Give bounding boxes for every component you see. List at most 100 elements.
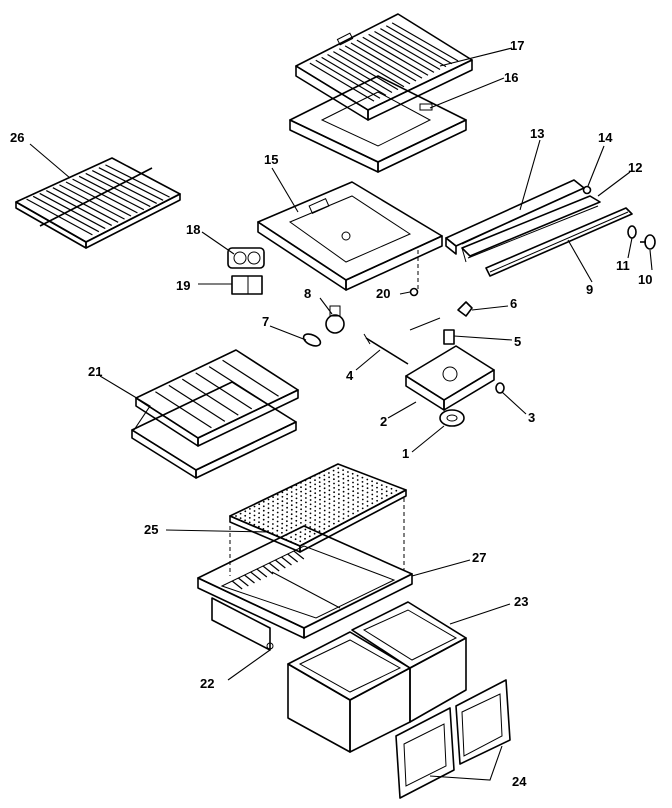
texture-dot bbox=[318, 521, 321, 523]
texture-dot bbox=[309, 530, 311, 533]
texture-dot bbox=[352, 490, 355, 493]
grille-line bbox=[39, 192, 106, 230]
texture-dot bbox=[332, 465, 335, 468]
texture-dot bbox=[244, 514, 247, 517]
texture-dot bbox=[300, 517, 302, 520]
texture-dot bbox=[258, 503, 261, 506]
texture-dot bbox=[371, 493, 374, 496]
texture-dot bbox=[309, 499, 312, 501]
grille-line bbox=[244, 574, 255, 584]
texture-dot bbox=[342, 495, 345, 497]
texture-dot bbox=[347, 515, 350, 517]
texture-dot bbox=[267, 498, 270, 501]
texture-dot bbox=[286, 493, 288, 496]
texture-dot bbox=[276, 493, 279, 496]
texture-dot bbox=[249, 508, 251, 510]
texture-dot bbox=[376, 482, 378, 485]
texture-dot bbox=[300, 504, 303, 506]
texture-dot bbox=[337, 515, 340, 518]
callout-2: 2 bbox=[380, 414, 387, 429]
texture-dot bbox=[328, 516, 331, 518]
texture-dot bbox=[290, 540, 292, 543]
texture-dot bbox=[290, 508, 293, 511]
texture-dot bbox=[272, 523, 274, 525]
texture-dot bbox=[357, 487, 359, 490]
texture-dot bbox=[308, 535, 311, 538]
texture-dot bbox=[323, 483, 326, 485]
grille-line bbox=[350, 42, 417, 82]
texture-dot bbox=[342, 482, 345, 484]
texture-dot bbox=[314, 479, 316, 481]
texture-dot bbox=[281, 500, 284, 503]
part-14-rail-end bbox=[582, 185, 592, 195]
grille-line bbox=[231, 580, 243, 590]
grille-line bbox=[52, 187, 119, 223]
callout-10: 10 bbox=[638, 272, 652, 287]
texture-dot bbox=[300, 490, 302, 493]
texture-dot bbox=[376, 491, 378, 493]
texture-dot bbox=[376, 499, 378, 502]
texture-dot bbox=[361, 481, 364, 483]
texture-dot bbox=[244, 510, 247, 513]
texture-dot bbox=[314, 510, 317, 512]
texture-dot bbox=[313, 474, 316, 477]
texture-dot bbox=[318, 485, 321, 488]
texture-dot bbox=[272, 514, 274, 516]
texture-dot bbox=[239, 517, 242, 519]
texture-dot bbox=[314, 523, 316, 526]
texture-dot bbox=[366, 496, 369, 498]
texture-dot bbox=[395, 489, 398, 492]
texture-dot bbox=[361, 476, 364, 479]
texture-dot bbox=[290, 491, 293, 493]
callout-19: 19 bbox=[176, 278, 190, 293]
texture-dot bbox=[356, 479, 359, 481]
grille-line bbox=[208, 366, 266, 404]
texture-dot bbox=[357, 510, 359, 512]
texture-dot bbox=[366, 491, 369, 494]
texture-dot bbox=[357, 505, 359, 508]
texture-dot bbox=[318, 472, 321, 475]
grille-line bbox=[72, 178, 138, 214]
texture-dot bbox=[342, 504, 345, 506]
texture-dot bbox=[318, 481, 321, 483]
texture-dot bbox=[300, 486, 302, 489]
part-10-bolt bbox=[640, 234, 656, 250]
part-3-screw bbox=[495, 382, 505, 394]
texture-dot bbox=[328, 502, 331, 505]
texture-dot bbox=[295, 515, 298, 518]
grille-line bbox=[105, 164, 170, 198]
texture-dot bbox=[319, 512, 321, 514]
grille-line bbox=[181, 378, 239, 416]
texture-dot bbox=[285, 529, 288, 532]
texture-dot bbox=[300, 512, 302, 515]
texture-dot bbox=[356, 483, 359, 486]
texture-dot bbox=[281, 518, 284, 520]
texture-dot bbox=[305, 501, 307, 504]
texture-dot bbox=[338, 511, 340, 513]
part-26-wire-shelf bbox=[15, 157, 181, 249]
texture-dot bbox=[371, 484, 374, 487]
texture-dot bbox=[352, 485, 354, 488]
part-15-shelf bbox=[257, 181, 443, 291]
texture-dot bbox=[361, 494, 364, 496]
texture-dot bbox=[337, 520, 340, 522]
texture-dot bbox=[323, 474, 326, 477]
texture-dot bbox=[323, 491, 326, 494]
texture-dot bbox=[313, 528, 316, 530]
texture-dot bbox=[381, 497, 383, 500]
texture-dot bbox=[376, 486, 378, 489]
callout-22: 22 bbox=[200, 676, 214, 691]
texture-dot bbox=[281, 513, 284, 516]
grille-line bbox=[168, 384, 226, 422]
texture-dot bbox=[258, 516, 260, 519]
texture-dot bbox=[385, 494, 388, 497]
texture-dot bbox=[258, 521, 260, 524]
texture-dot bbox=[304, 533, 307, 536]
texture-dot bbox=[333, 522, 335, 525]
part-16-tray bbox=[289, 75, 467, 173]
grille-line bbox=[98, 167, 164, 201]
grille-line bbox=[391, 22, 459, 62]
callout-25: 25 bbox=[144, 522, 158, 537]
texture-dot bbox=[262, 505, 265, 508]
